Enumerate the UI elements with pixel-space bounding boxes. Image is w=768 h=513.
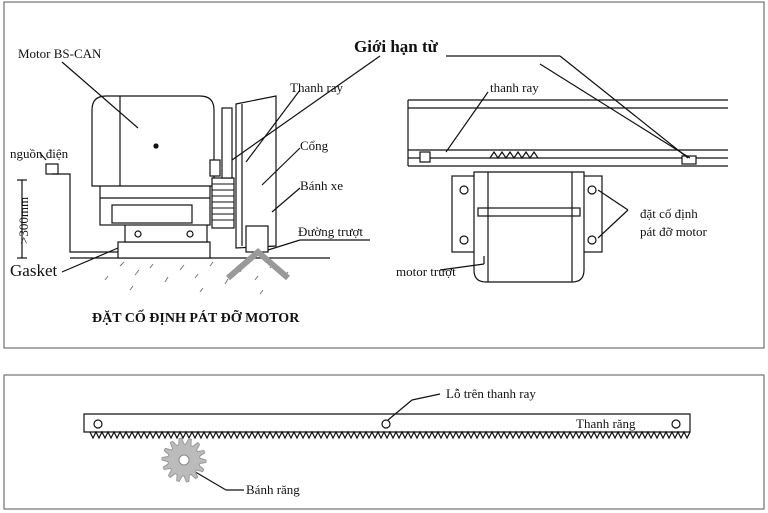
label-gasket: Gasket: [10, 261, 57, 280]
label-track: Đường trượt: [298, 224, 363, 239]
gear-hub: [178, 454, 190, 466]
label-limit-switch: Giới hạn từ: [354, 37, 439, 56]
label-mount-caption: ĐẶT CỐ ĐỊNH PÁT ĐỠ MOTOR: [92, 308, 300, 326]
rack-teeth-path: [89, 430, 691, 440]
label-rail-left: Thanh ray: [290, 80, 344, 95]
side-view: [17, 55, 381, 295]
top-panel-frame: [3, 1, 765, 349]
ground-gravel: [104, 261, 289, 295]
label-gate: Cổng: [300, 138, 329, 153]
label-fix-bracket-2: pát đỡ motor: [640, 224, 707, 239]
label-rack: Thanh răng: [576, 416, 636, 431]
label-motor-slide: motor trượt: [396, 264, 456, 279]
rack-bar: [83, 393, 691, 491]
label-power: nguồn điện: [10, 146, 69, 161]
bottom-panel-frame: [3, 374, 765, 510]
label-gear: Bánh răng: [246, 482, 300, 497]
top-view: [407, 55, 728, 283]
rack-teeth: [89, 430, 691, 440]
label-rail-right: thanh ray: [490, 80, 539, 95]
label-fix-bracket-1: đặt cố định: [640, 206, 698, 221]
gear-icon: [161, 437, 207, 483]
label-rail-hole: Lỗ trên thanh ray: [446, 386, 536, 401]
label-height: >300mm: [16, 197, 31, 244]
label-motor-model: Motor BS-CAN: [18, 46, 102, 61]
label-wheel: Bánh xe: [300, 178, 343, 193]
